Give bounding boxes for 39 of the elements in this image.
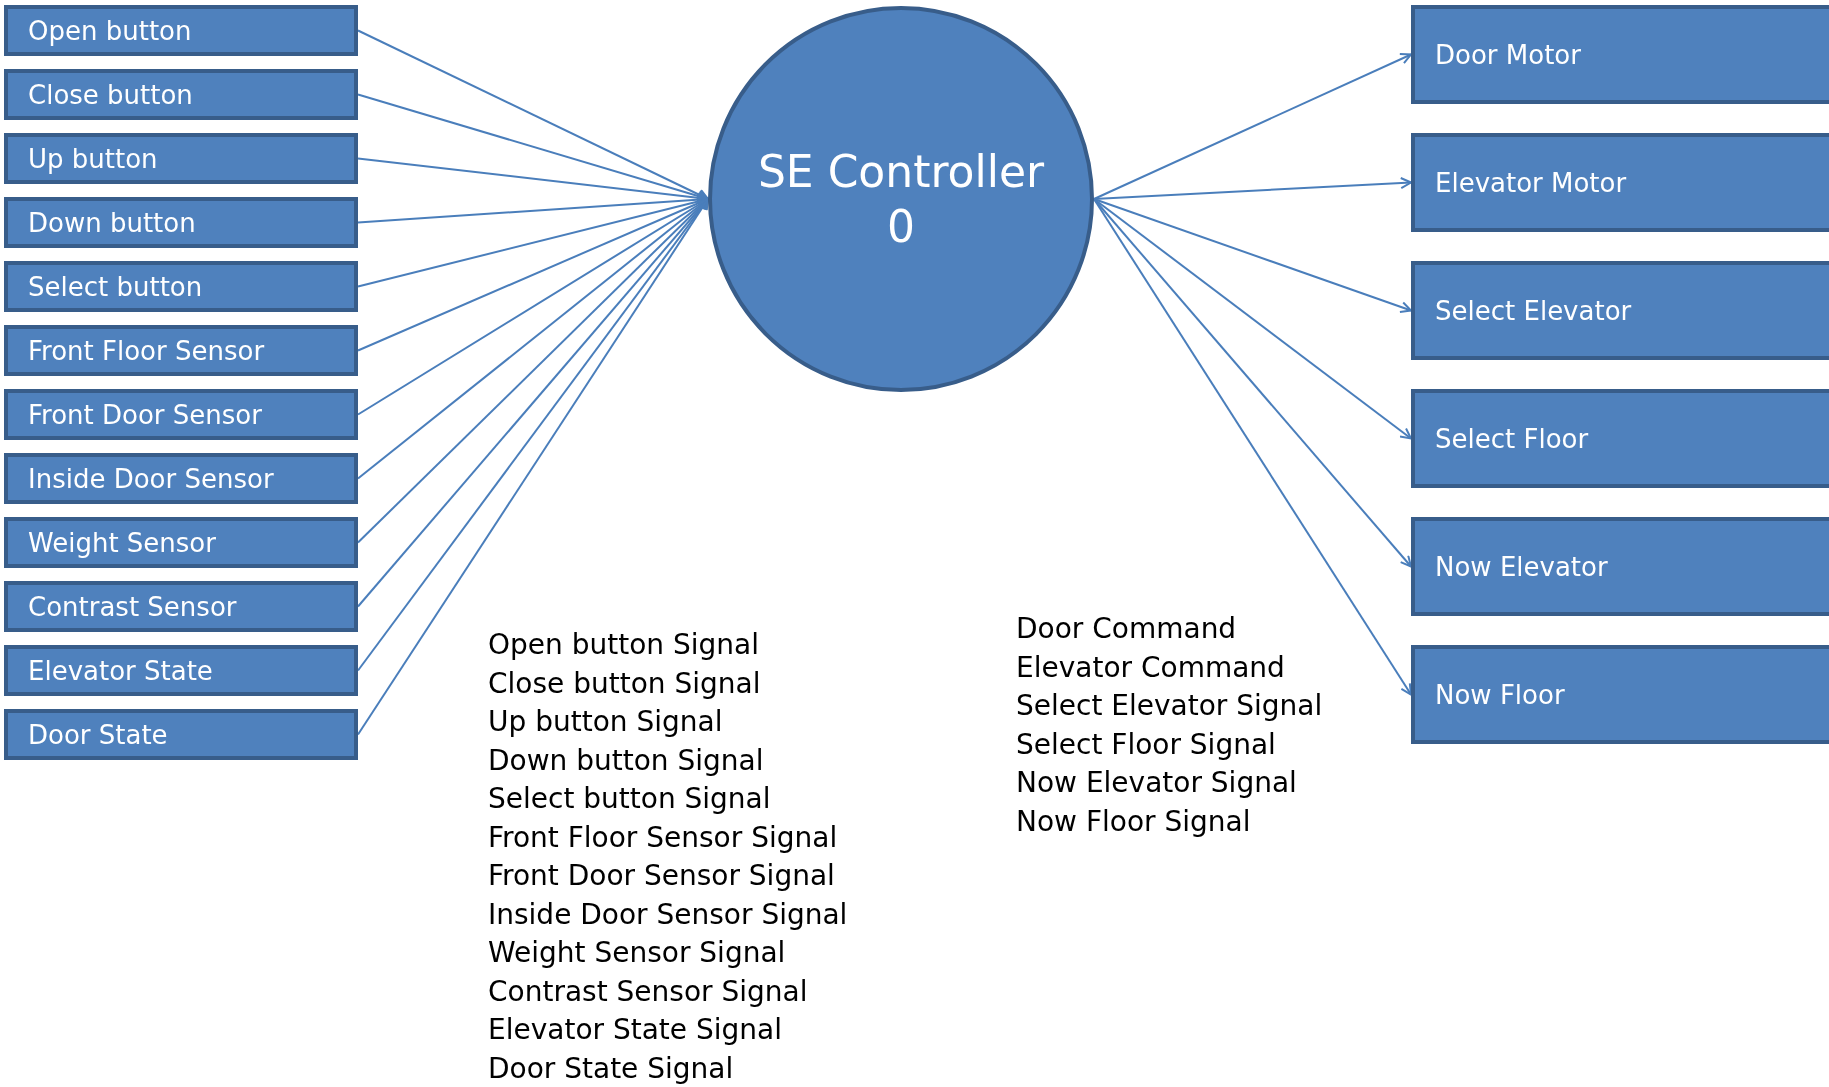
input-box: Contrast Sensor: [4, 581, 358, 632]
arrow: [1093, 53, 1412, 200]
input-box: Front Floor Sensor: [4, 325, 358, 376]
signal-label: Up button Signal: [488, 704, 723, 740]
signal-label: Inside Door Sensor Signal: [488, 896, 848, 933]
output-box: Now Elevator: [1411, 517, 1829, 616]
output-box: Now Floor: [1411, 645, 1829, 744]
signal-label: Elevator Command: [1016, 649, 1285, 686]
input-box: Select button: [4, 261, 358, 312]
signal-label: Front Door Sensor Signal: [488, 858, 835, 894]
signal-label: Close button Signal: [488, 665, 761, 702]
output-box: Select Elevator: [1411, 261, 1829, 360]
arrow: [1093, 198, 1412, 313]
signal-label: Door Command: [1016, 611, 1237, 647]
signal-label: Open button Signal: [488, 627, 759, 663]
input-box: Weight Sensor: [4, 517, 358, 568]
output-box: Select Floor: [1411, 389, 1829, 488]
input-box: Door State: [4, 709, 358, 760]
input-box: Open button: [4, 5, 358, 56]
input-box: Front Door Sensor: [4, 389, 358, 440]
signal-label: Select button Signal: [488, 781, 771, 817]
input-box: Down button: [4, 197, 358, 248]
output-box: Elevator Motor: [1411, 133, 1829, 232]
output-box: Door Motor: [1411, 5, 1829, 104]
signal-label: Elevator State Signal: [488, 1012, 782, 1048]
signal-label: Weight Sensor Signal: [488, 935, 786, 971]
signal-label: Now Floor Signal: [1016, 803, 1251, 840]
signal-label: Contrast Sensor Signal: [488, 973, 808, 1010]
signal-label: Select Elevator Signal: [1016, 688, 1323, 724]
signal-label: Front Floor Sensor Signal: [488, 819, 838, 856]
input-box: Elevator State: [4, 645, 358, 696]
controller-label: SE Controller 0: [756, 145, 1046, 254]
input-box: Close button: [4, 69, 358, 120]
input-box: Up button: [4, 133, 358, 184]
input-box: Inside Door Sensor: [4, 453, 358, 504]
signal-label: Down button Signal: [488, 742, 764, 779]
signal-label: Now Elevator Signal: [1016, 765, 1297, 801]
signal-label: Select Floor Signal: [1016, 726, 1276, 763]
signal-label: Door State Signal: [488, 1050, 734, 1087]
